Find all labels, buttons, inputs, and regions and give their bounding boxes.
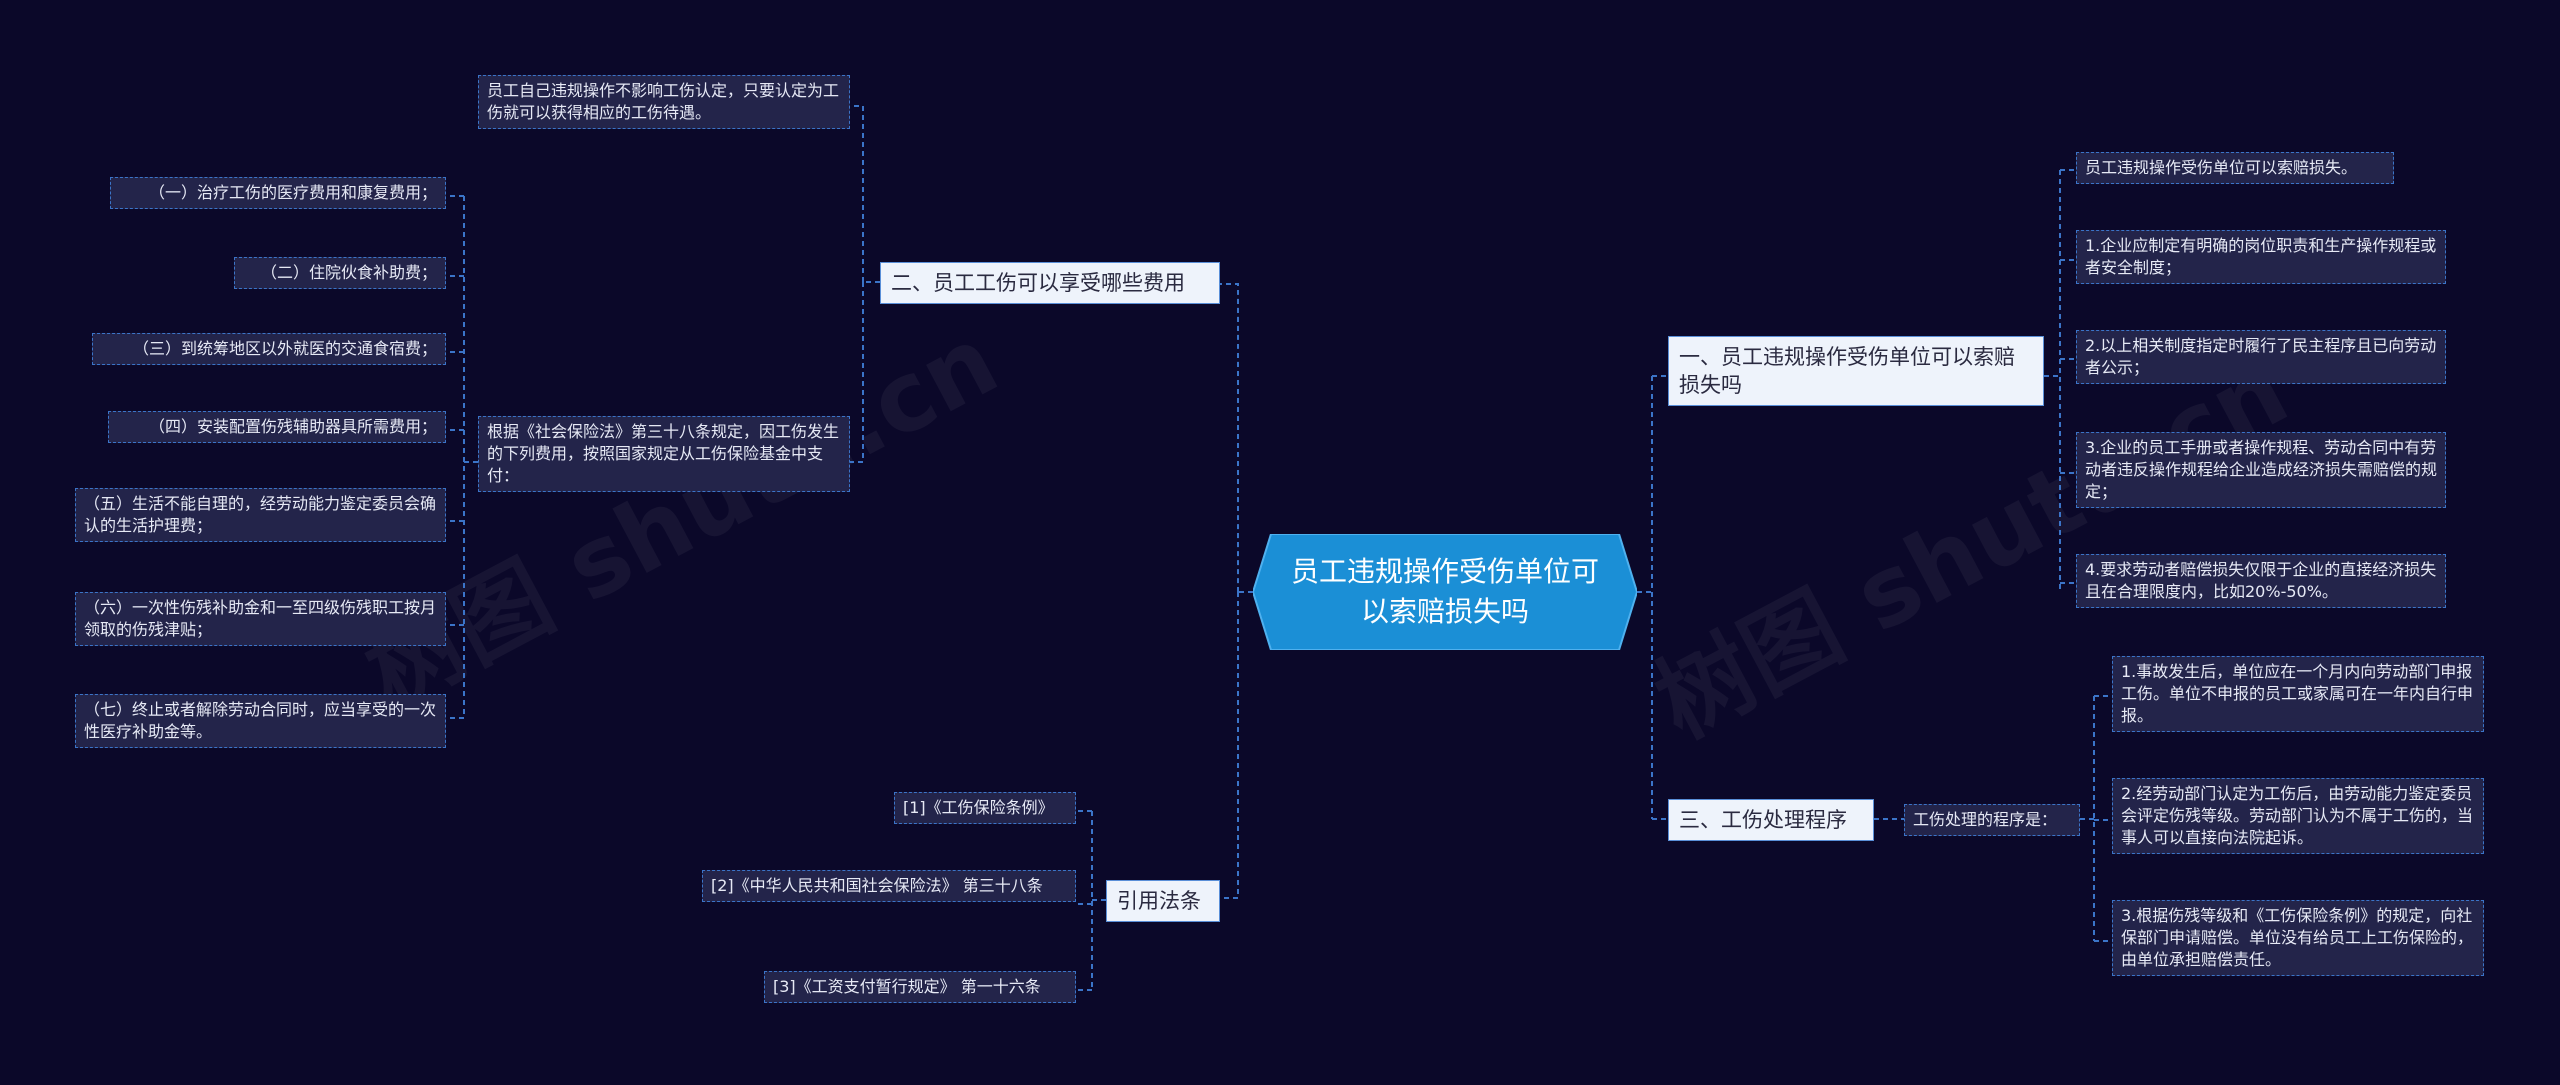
procedure-step-1[interactable]: 1.事故发生后，单位应在一个月内向劳动部门申报工伤。单位不申报的员工或家属可在一… bbox=[2112, 656, 2484, 732]
expense-item-1[interactable]: （一）治疗工伤的医疗费用和康复费用； bbox=[110, 177, 446, 209]
reference-3[interactable]: [3]《工资支付暂行规定》 第一十六条 bbox=[764, 971, 1076, 1003]
branch-procedure[interactable]: 三、工伤处理程序 bbox=[1668, 799, 1874, 841]
procedure-step-2[interactable]: 2.经劳动部门认定为工伤后，由劳动能力鉴定委员会评定伤残等级。劳动部门认为不属于… bbox=[2112, 778, 2484, 854]
expense-item-7[interactable]: （七）终止或者解除劳动合同时，应当享受的一次性医疗补助金等。 bbox=[75, 694, 446, 748]
branch-references[interactable]: 引用法条 bbox=[1106, 880, 1220, 922]
expense-item-6[interactable]: （六）一次性伤残补助金和一至四级伤残职工按月领取的伤残津贴； bbox=[75, 592, 446, 646]
procedure-step-3[interactable]: 3.根据伤残等级和《工伤保险条例》的规定，向社保部门申请赔偿。单位没有给员工上工… bbox=[2112, 900, 2484, 976]
root-shape bbox=[1253, 534, 1637, 650]
claim-item-4[interactable]: 4.要求劳动者赔偿损失仅限于企业的直接经济损失且在合理限度内，比如20%-50%… bbox=[2076, 554, 2446, 608]
reference-1[interactable]: [1]《工伤保险条例》 bbox=[894, 792, 1076, 824]
claim-item-2[interactable]: 2.以上相关制度指定时履行了民主程序且已向劳动者公示； bbox=[2076, 330, 2446, 384]
root-topic[interactable]: 员工违规操作受伤单位可以索赔损失吗 bbox=[1253, 534, 1637, 650]
reference-2[interactable]: [2]《中华人民共和国社会保险法》 第三十八条 bbox=[702, 870, 1076, 902]
branch-expenses[interactable]: 二、员工工伤可以享受哪些费用 bbox=[880, 262, 1220, 304]
branch-claim[interactable]: 一、员工违规操作受伤单位可以索赔损失吗 bbox=[1668, 336, 2044, 406]
note-self-violation[interactable]: 员工自己违规操作不影响工伤认定，只要认定为工伤就可以获得相应的工伤待遇。 bbox=[478, 75, 850, 129]
claim-item-3[interactable]: 3.企业的员工手册或者操作规程、劳动合同中有劳动者违反操作规程给企业造成经济损失… bbox=[2076, 432, 2446, 508]
claim-item-0[interactable]: 员工违规操作受伤单位可以索赔损失。 bbox=[2076, 152, 2394, 184]
expense-item-5[interactable]: （五）生活不能自理的，经劳动能力鉴定委员会确认的生活护理费； bbox=[75, 488, 446, 542]
expense-item-3[interactable]: （三）到统筹地区以外就医的交通食宿费； bbox=[92, 333, 446, 365]
procedure-intro[interactable]: 工伤处理的程序是： bbox=[1904, 804, 2080, 836]
expense-item-4[interactable]: （四）安装配置伤残辅助器具所需费用； bbox=[108, 411, 446, 443]
note-social-insurance-law[interactable]: 根据《社会保险法》第三十八条规定，因工伤发生的下列费用，按照国家规定从工伤保险基… bbox=[478, 416, 850, 492]
claim-item-1[interactable]: 1.企业应制定有明确的岗位职责和生产操作规程或者安全制度； bbox=[2076, 230, 2446, 284]
root-title: 员工违规操作受伤单位可以索赔损失吗 bbox=[1290, 555, 1599, 628]
expense-item-2[interactable]: （二）住院伙食补助费； bbox=[234, 257, 446, 289]
